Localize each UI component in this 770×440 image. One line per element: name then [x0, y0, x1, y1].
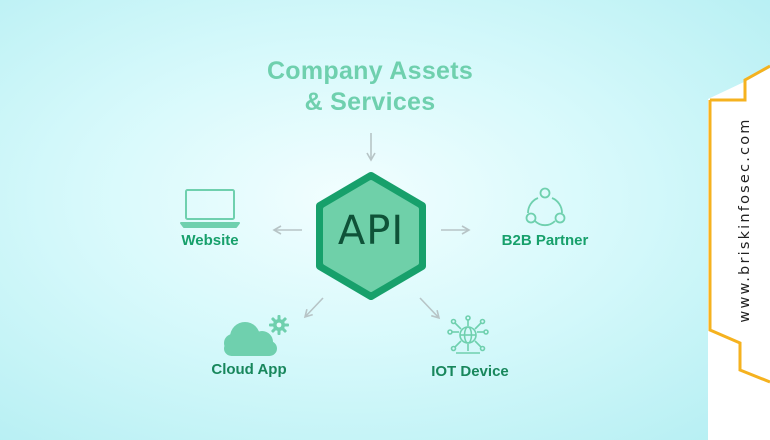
network-nodes-icon — [525, 187, 566, 227]
iot-device-label: IOT Device — [431, 363, 509, 380]
brand-url: www.briskinfosec.com — [737, 117, 753, 323]
cloud-gear-icon — [224, 315, 289, 356]
globe-circuit-icon — [447, 315, 489, 354]
laptop-icon — [180, 189, 240, 228]
arrow-api-to-cloud — [303, 297, 324, 319]
website-label: Website — [181, 232, 239, 249]
b2b-partner-label: B2B Partner — [501, 232, 589, 249]
diagram-title: Company Assets & Services — [190, 56, 550, 118]
title-line-1: Company Assets — [266, 57, 474, 85]
cloud-app-label: Cloud App — [211, 361, 287, 378]
arrow-api-to-iot — [419, 297, 441, 320]
api-hexagon — [316, 172, 426, 300]
title-line-2: & Services — [304, 88, 436, 116]
brand-banner — [708, 64, 770, 440]
api-label: API — [337, 208, 405, 254]
